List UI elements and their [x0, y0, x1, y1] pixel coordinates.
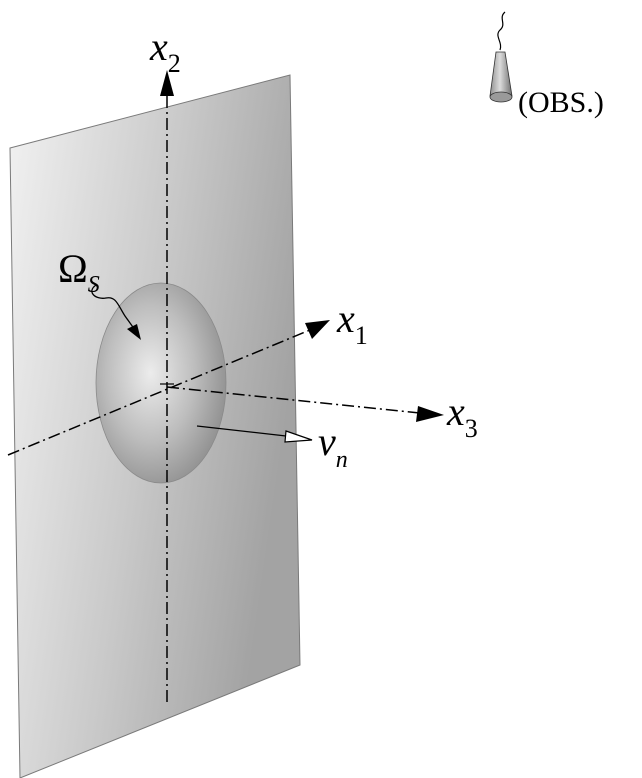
- normal-velocity-arrowhead: [284, 430, 313, 443]
- x3-axis-arrowhead: [416, 406, 444, 422]
- observer-label: (OBS.): [518, 86, 604, 119]
- x2-axis-arrowhead: [160, 70, 174, 96]
- microphone-icon: [489, 11, 513, 103]
- x1-axis-label: x1: [336, 296, 368, 350]
- x1-axis-arrowhead: [305, 320, 330, 339]
- x1-axis-line: [7, 329, 311, 456]
- normal-velocity-shaft: [196, 425, 287, 437]
- source-region-disk: [95, 282, 227, 484]
- source-region-label: ΩS: [58, 246, 100, 298]
- x2-axis-label: x2: [149, 24, 181, 78]
- x3-axis-line: [166, 386, 421, 414]
- normal-velocity-label: vn: [318, 419, 348, 473]
- source-region-leader: [91, 284, 136, 331]
- source-region-leader-arrowhead: [127, 324, 141, 340]
- x3-axis-label: x3: [446, 389, 478, 443]
